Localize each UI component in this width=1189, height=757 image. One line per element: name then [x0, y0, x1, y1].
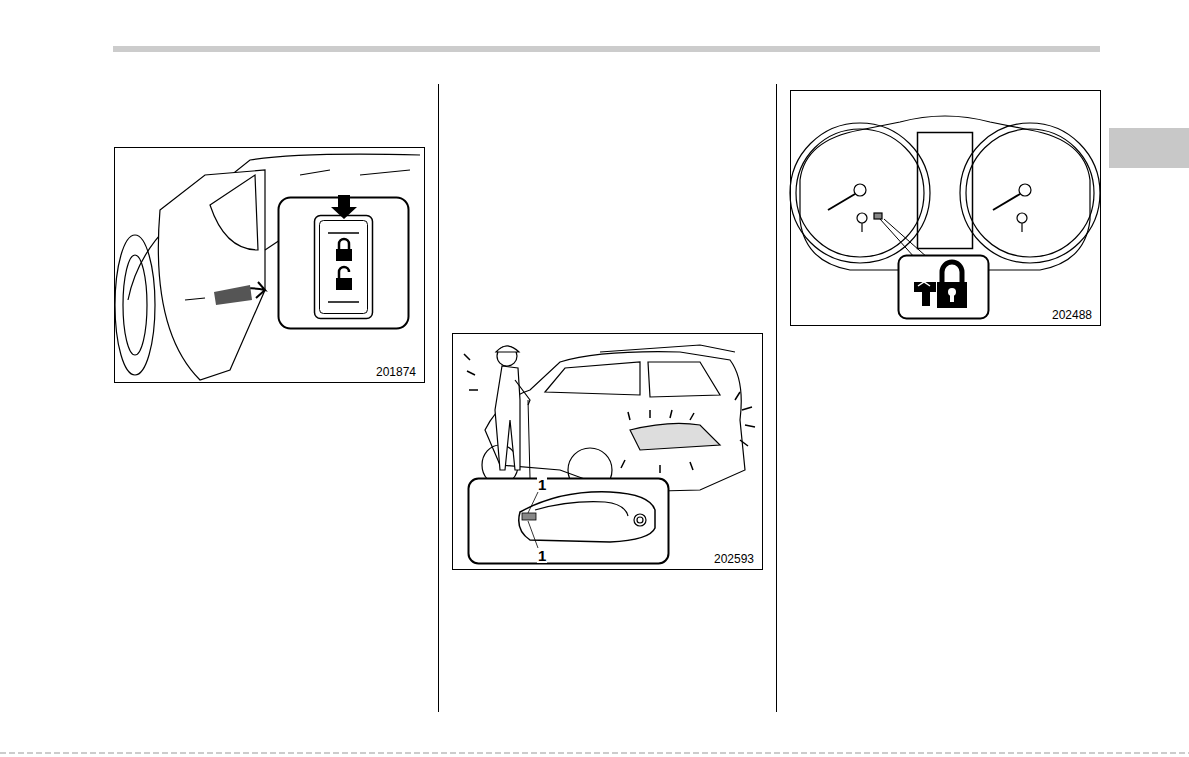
door-handle-figure — [453, 334, 763, 570]
callout-number: 1 — [537, 548, 547, 563]
instrument-cluster-figure — [790, 91, 1101, 326]
door-lock-figure — [115, 148, 425, 383]
callout-number: 1 — [537, 477, 547, 492]
figure-number: 202488 — [1051, 309, 1093, 321]
header-rule — [113, 46, 1100, 52]
trim-line — [0, 753, 1189, 754]
column-rule — [438, 84, 439, 712]
column-rule — [776, 84, 777, 712]
side-tab — [1109, 128, 1189, 168]
figure-number: 201874 — [375, 366, 417, 378]
figure-number: 202593 — [713, 553, 755, 565]
